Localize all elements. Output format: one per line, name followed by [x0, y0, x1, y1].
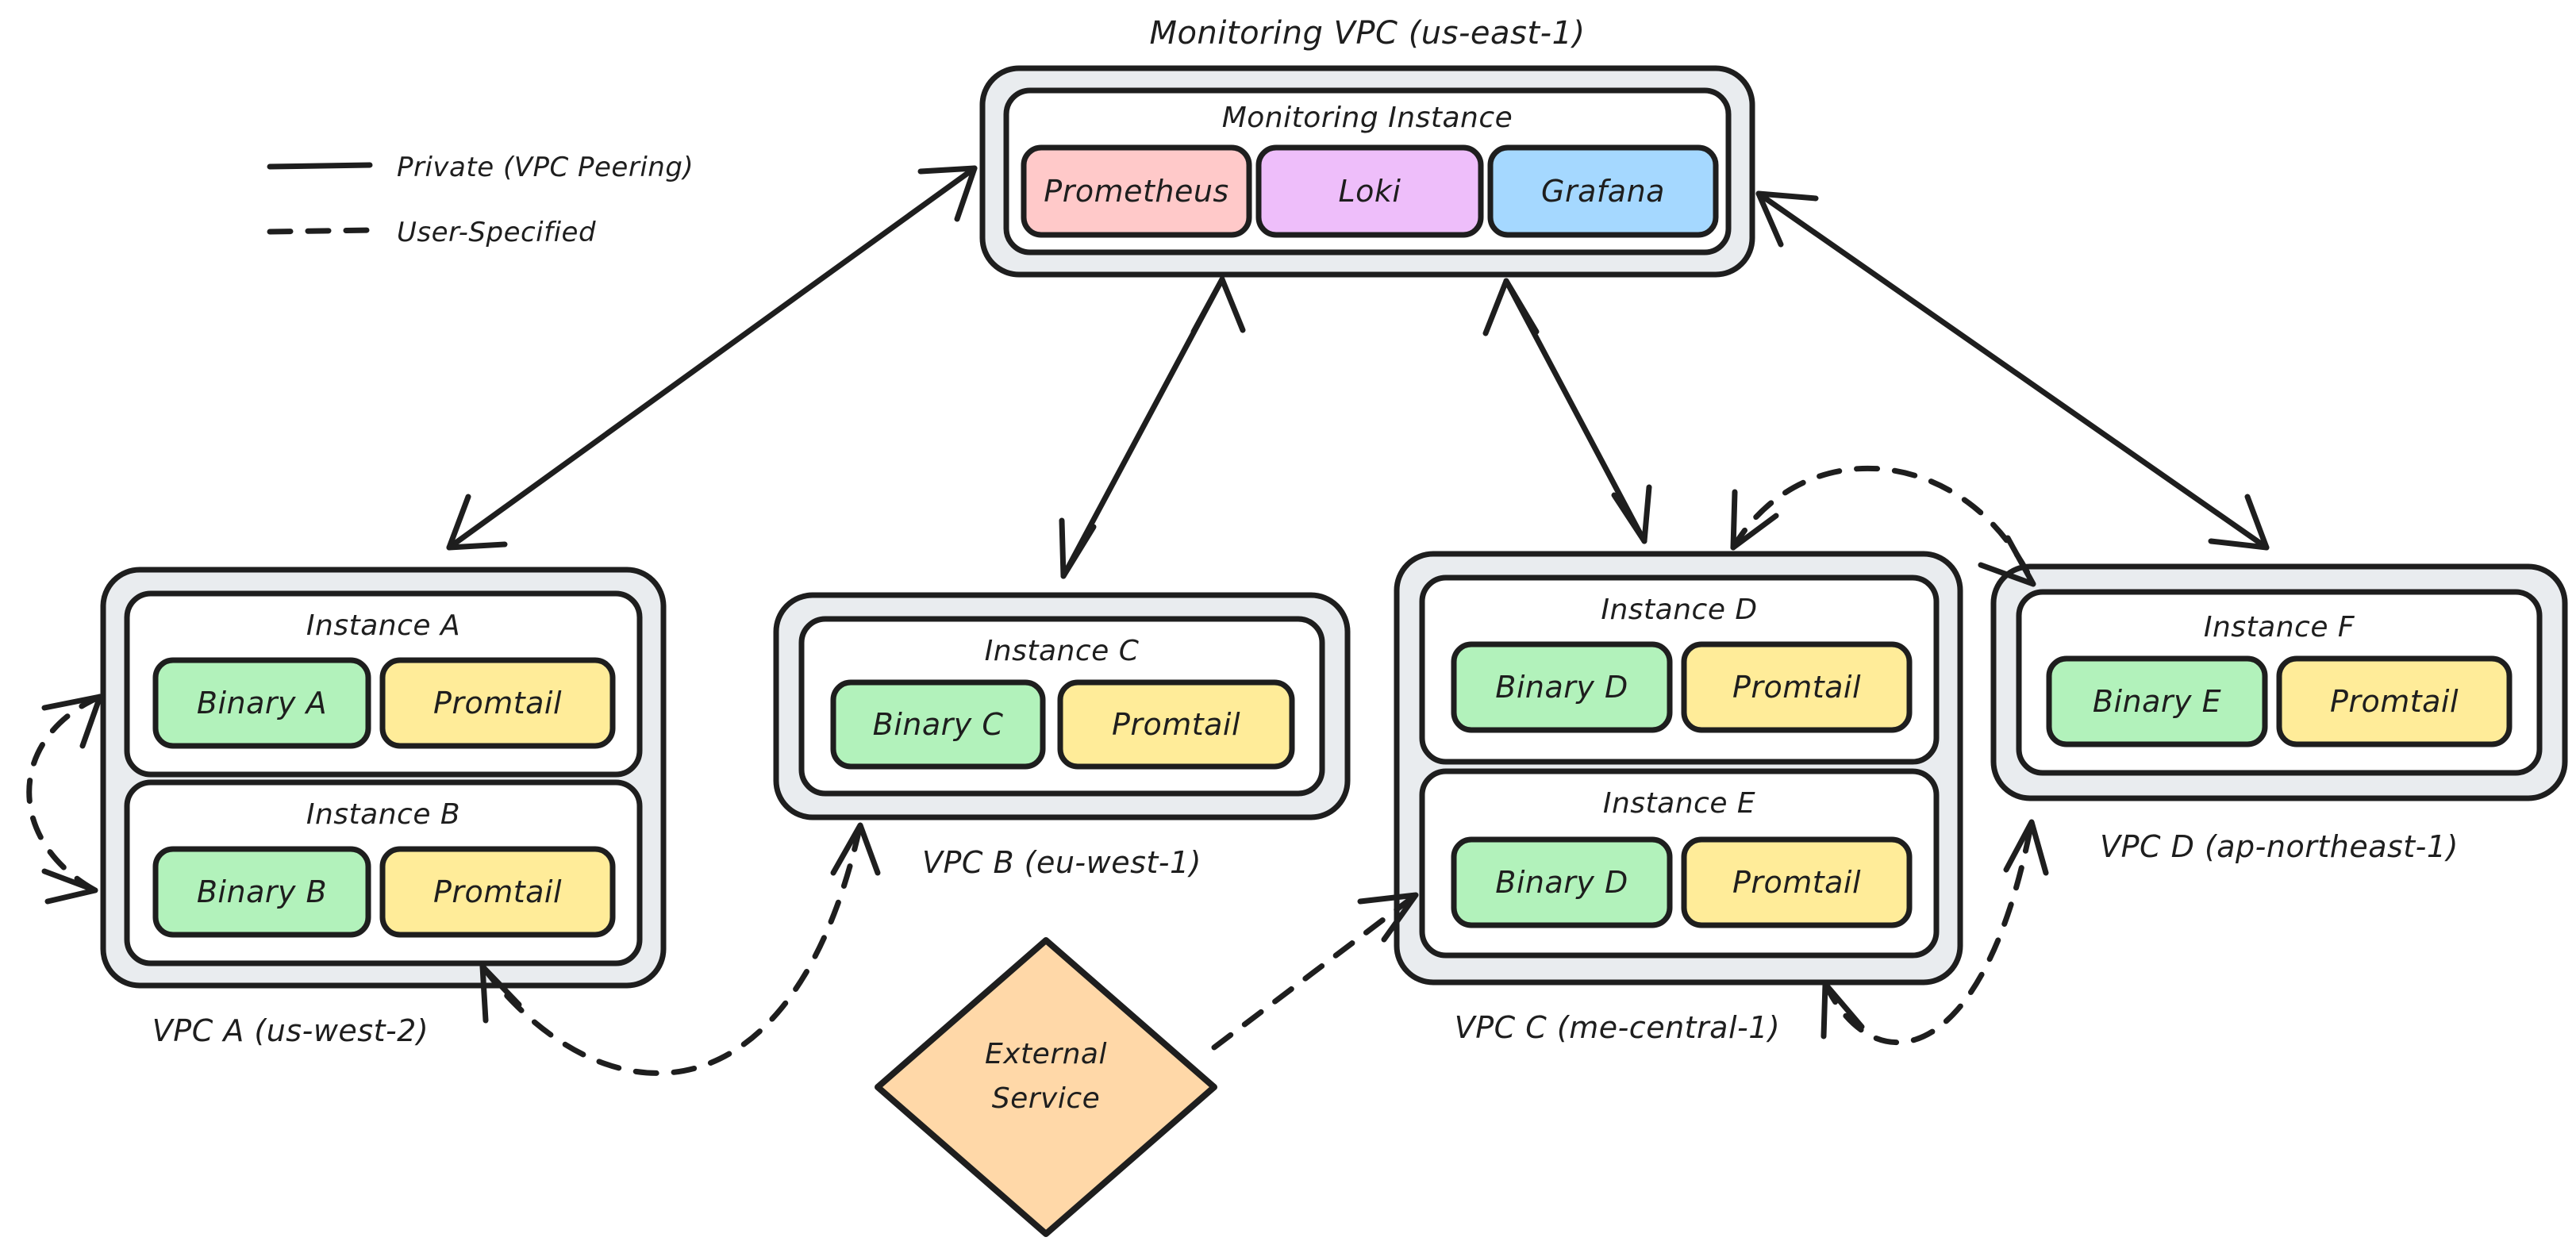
chip-prometheus[interactable] [1021, 144, 1252, 238]
monitoring-vpc-label: Monitoring VPC (us-east-1) [1149, 15, 1585, 52]
chip-binary-d1[interactable] [1451, 641, 1673, 733]
chip-promtail-f[interactable] [2276, 655, 2513, 747]
vpc-a-label: VPC A (us-west-2) [152, 1013, 429, 1048]
chip-promtail-b[interactable] [379, 846, 616, 938]
instance-c-label: Instance C [985, 635, 1140, 667]
chip-label-binary-b: Binary B [197, 874, 327, 909]
connector-instance-a-b[interactable] [26, 694, 103, 905]
vpc-b-label: VPC B (eu-west-1) [922, 845, 1201, 880]
vpc-c-label: VPC C (me-central-1) [1455, 1010, 1781, 1045]
legend-label-solid: Private (VPC Peering) [397, 152, 694, 183]
chip-promtail-d[interactable] [1681, 641, 1913, 733]
chip-binary-b[interactable] [152, 846, 371, 938]
instance-e-label: Instance E [1603, 787, 1755, 820]
chip-promtail-a[interactable] [379, 657, 616, 749]
chip-binary-d2[interactable] [1451, 836, 1673, 928]
monitoring-instance-label: Monitoring Instance [1222, 102, 1513, 134]
chip-grafana[interactable] [1487, 144, 1719, 238]
connector-monitoring-vpcc[interactable] [1482, 278, 1652, 544]
chip-label-promtail-d: Promtail [1732, 670, 1861, 705]
chip-label-binary-a: Binary A [197, 686, 327, 720]
chip-binary-c[interactable] [830, 679, 1046, 770]
legend-label-dashed: User-Specified [397, 217, 596, 248]
vpc-d-shell[interactable] [1990, 563, 2568, 801]
instance-a-label: Instance A [306, 609, 460, 642]
connector-external-vpcc[interactable] [1211, 892, 1419, 1051]
external-service-label-line2: Service [992, 1082, 1101, 1115]
monitoring-service-chips [1021, 144, 1719, 238]
chip-label-prometheus: Prometheus [1044, 174, 1228, 209]
chip-label-binary-c: Binary C [873, 707, 1004, 742]
chip-label-promtail-a: Promtail [433, 686, 562, 720]
instance-b-label: Instance B [306, 798, 460, 831]
connector-monitoring-vpca[interactable] [446, 165, 978, 551]
chip-binary-a[interactable] [152, 657, 371, 749]
connector-vpcc-vpcd-bottom[interactable] [1821, 819, 2049, 1046]
legend-dashed-swatch [267, 227, 373, 235]
connector-monitoring-vpcb[interactable] [1059, 276, 1246, 579]
external-service-label-line1: External [985, 1038, 1107, 1070]
external-service-node[interactable] [875, 937, 1217, 1237]
instance-f-label: Instance F [2204, 611, 2355, 644]
chip-label-binary-d1: Binary D [1495, 670, 1628, 705]
connector-vpcc-vpcd-top[interactable] [1730, 465, 2036, 587]
chip-label-loki: Loki [1339, 174, 1401, 209]
vpc-d-label: VPC D (ap-northeast-1) [2100, 829, 2459, 864]
chip-promtail-c[interactable] [1057, 679, 1295, 770]
chip-loki[interactable] [1255, 144, 1484, 238]
chip-binary-e[interactable] [2046, 655, 2268, 747]
chip-label-promtail-f: Promtail [2330, 684, 2459, 719]
vpc-b-shell[interactable] [773, 592, 1351, 820]
legend-solid-swatch [267, 162, 373, 170]
text-layer: Private (VPC Peering) User-Specified Mon… [152, 15, 2459, 1115]
instance-d-label: Instance D [1601, 594, 1757, 626]
chip-label-promtail-b: Promtail [433, 874, 562, 909]
chip-label-binary-e: Binary E [2093, 684, 2221, 719]
chip-label-promtail-e: Promtail [1732, 865, 1861, 900]
chip-label-grafana: Grafana [1541, 174, 1665, 209]
connector-vpca-vpcb[interactable] [479, 822, 881, 1076]
chip-promtail-e[interactable] [1681, 836, 1913, 928]
chip-label-binary-d2: Binary D [1495, 865, 1628, 900]
vpc-c-shell[interactable] [1394, 551, 1963, 986]
connector-monitoring-vpcd[interactable] [1755, 190, 2270, 551]
chip-label-promtail-c: Promtail [1112, 707, 1240, 742]
legend [267, 162, 373, 235]
vpc-a-shell[interactable] [100, 567, 667, 989]
